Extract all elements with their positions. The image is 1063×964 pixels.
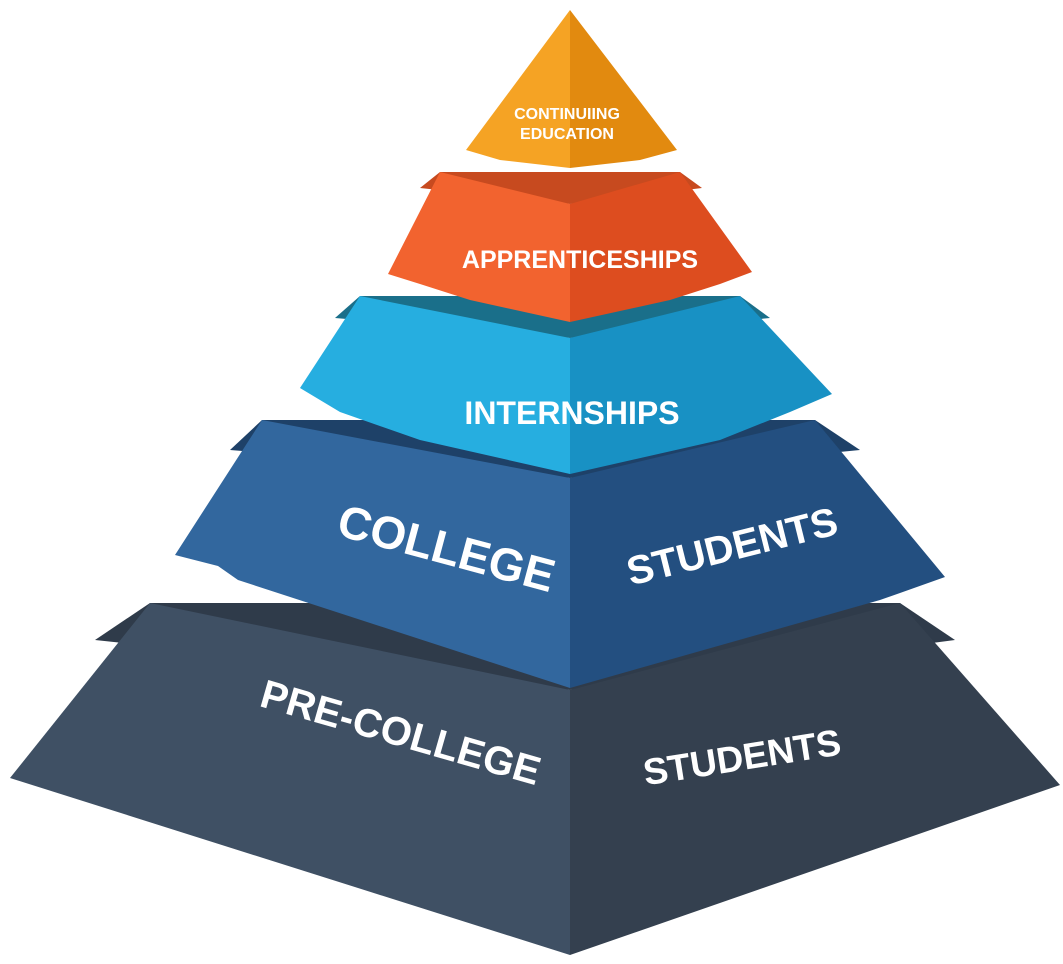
- tier-apprenticeships: APPRENTICESHIPS: [388, 172, 752, 322]
- tier-college-left-face: [175, 420, 570, 688]
- tier-apprenticeships-right-face: [570, 172, 752, 322]
- tier-college-students: COLLEGE STUDENTS: [175, 420, 945, 688]
- tier-apprenticeships-label: APPRENTICESHIPS: [462, 246, 698, 274]
- tier-pre-college-right-face: [570, 603, 1060, 955]
- tier-continuing-education: CONTINUIING EDUCATION: [466, 10, 677, 168]
- tier-internships: INTERNSHIPS: [300, 296, 832, 474]
- tier-continuing-education-right-face: [570, 10, 677, 168]
- tier-pre-college-left-face: [10, 603, 570, 955]
- tier-pre-college-students: PRE-COLLEGE STUDENTS: [10, 603, 1060, 955]
- tier-apprenticeships-left-face: [388, 172, 570, 322]
- tier-continuing-education-label-line1: CONTINUIING: [514, 106, 620, 123]
- tier-continuing-education-left-face: [466, 10, 570, 168]
- tier-internships-left-face: [300, 296, 570, 474]
- tier-internships-label: INTERNSHIPS: [464, 395, 679, 431]
- tier-college-right-face: [570, 420, 945, 688]
- tier-continuing-education-label-line2: EDUCATION: [520, 126, 614, 143]
- tier-internships-right-face: [570, 296, 832, 474]
